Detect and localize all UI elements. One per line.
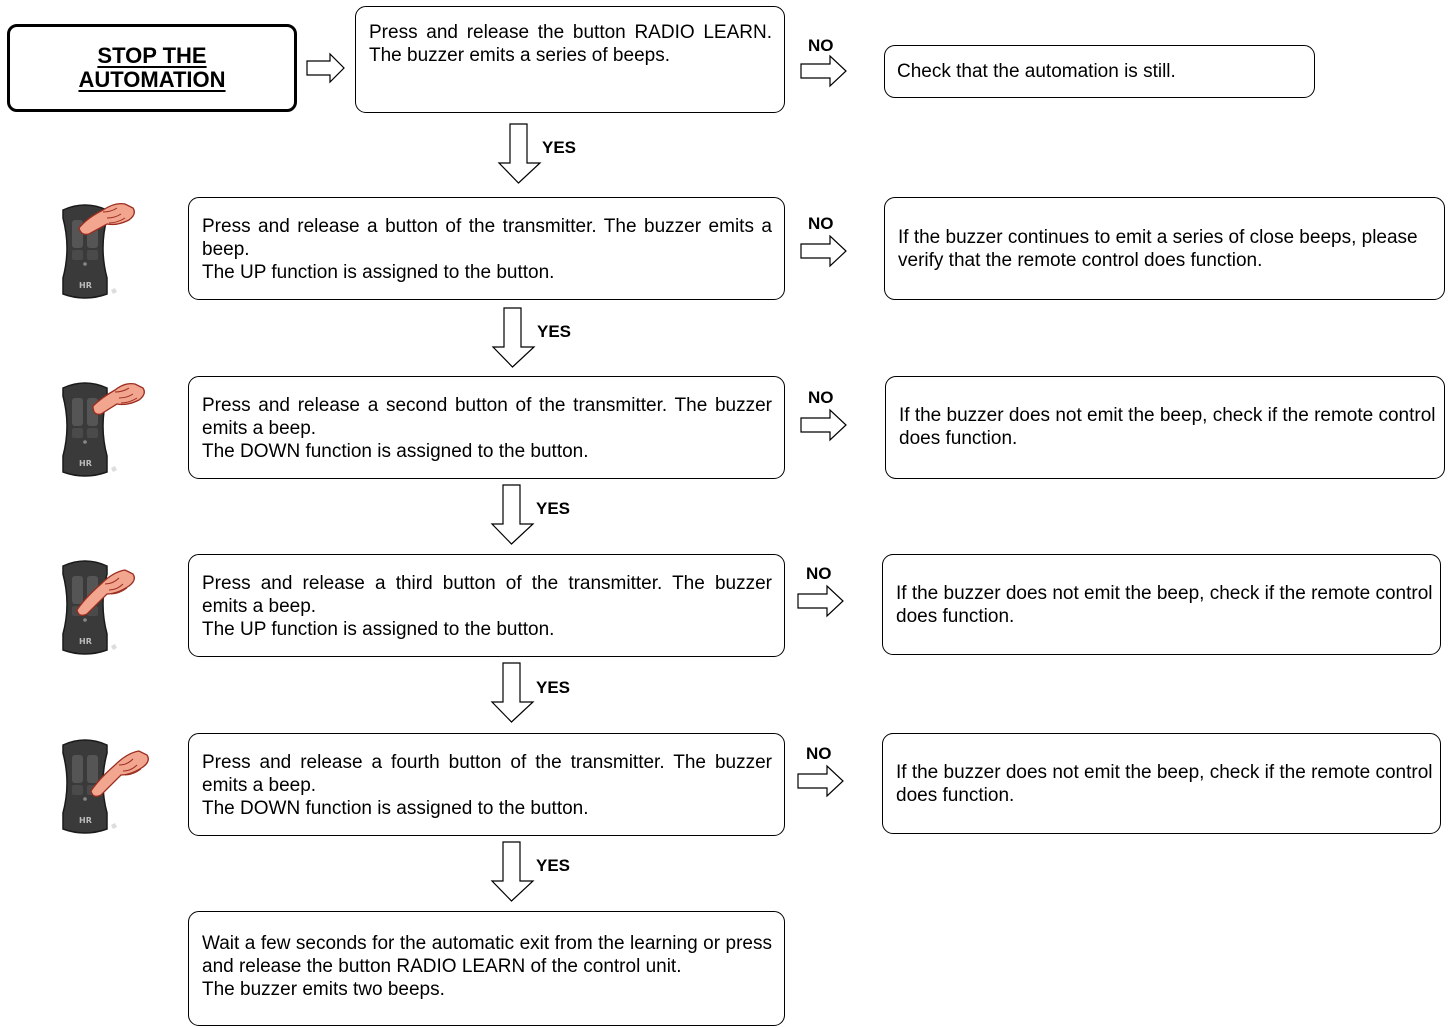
stop-automation-box: STOP THE AUTOMATION — [7, 24, 297, 112]
arrow-right-icon — [797, 584, 844, 618]
remote-brand-mark: HR — [79, 637, 92, 646]
check-text: If the buzzer continues to emit a series… — [898, 227, 1418, 271]
no-label: NO — [808, 214, 834, 233]
remote-control-icon: HR — [62, 560, 135, 655]
arrow-down-icon — [497, 123, 542, 184]
yes-label: YES — [536, 678, 571, 697]
check-text: If the buzzer does not emit the beep, ch… — [896, 583, 1433, 627]
no-label: NO — [808, 36, 834, 55]
no-label: NO — [806, 564, 832, 583]
step-box-radio-learn: Press and release the button RADIO LEARN… — [355, 6, 785, 113]
arrow-down-icon — [490, 841, 535, 902]
check-box-automation-still: Check that the automation is still. — [884, 45, 1315, 98]
arrow-down-icon — [490, 662, 535, 723]
arrow-right-icon — [800, 234, 847, 268]
check-box-no-beep-4: If the buzzer does not emit the beep, ch… — [882, 733, 1441, 834]
yes-label: YES — [542, 138, 577, 157]
yes-label: YES — [536, 499, 571, 518]
step-text: Press and release the button RADIO LEARN… — [369, 22, 772, 66]
step-text: Wait a few seconds for the automatic exi… — [202, 933, 772, 1000]
arrow-right-icon — [800, 408, 847, 442]
stop-automation-label: STOP THE AUTOMATION — [78, 43, 226, 92]
step-text: Press and release a third button of the … — [202, 573, 772, 640]
no-label: NO — [806, 744, 832, 763]
remote-brand-mark: HR — [79, 459, 92, 468]
arrow-right-icon — [797, 764, 844, 798]
remote-brand-mark: HR — [79, 281, 92, 290]
step-box-fourth-button: Press and release a fourth button of the… — [188, 733, 785, 836]
check-box-close-beeps: If the buzzer continues to emit a series… — [884, 197, 1445, 300]
step-text: Press and release a second button of the… — [202, 395, 772, 462]
remote-control-icon: HR — [62, 739, 149, 834]
arrow-down-icon — [491, 307, 536, 368]
check-text: Check that the automation is still. — [897, 61, 1176, 82]
step-box-third-button: Press and release a third button of the … — [188, 554, 785, 657]
step-text: Press and release a button of the transm… — [202, 216, 772, 283]
step-box-first-button: Press and release a button of the transm… — [188, 197, 785, 300]
no-label: NO — [808, 388, 834, 407]
arrow-right-icon — [800, 54, 847, 88]
arrow-down-icon — [490, 484, 535, 545]
check-text: If the buzzer does not emit the beep, ch… — [899, 405, 1436, 449]
yes-label: YES — [536, 856, 571, 875]
step-box-second-button: Press and release a second button of the… — [188, 376, 785, 479]
check-text: If the buzzer does not emit the beep, ch… — [896, 762, 1433, 806]
yes-label: YES — [537, 322, 572, 341]
arrow-right-icon — [306, 52, 345, 84]
remote-control-icon: HR — [62, 202, 135, 299]
remote-brand-mark: HR — [79, 816, 92, 825]
step-box-exit-learning: Wait a few seconds for the automatic exi… — [188, 911, 785, 1026]
step-text: Press and release a fourth button of the… — [202, 752, 772, 819]
check-box-no-beep-2: If the buzzer does not emit the beep, ch… — [885, 376, 1445, 479]
check-box-no-beep-3: If the buzzer does not emit the beep, ch… — [882, 554, 1441, 655]
remote-control-icon: HR — [62, 382, 145, 477]
